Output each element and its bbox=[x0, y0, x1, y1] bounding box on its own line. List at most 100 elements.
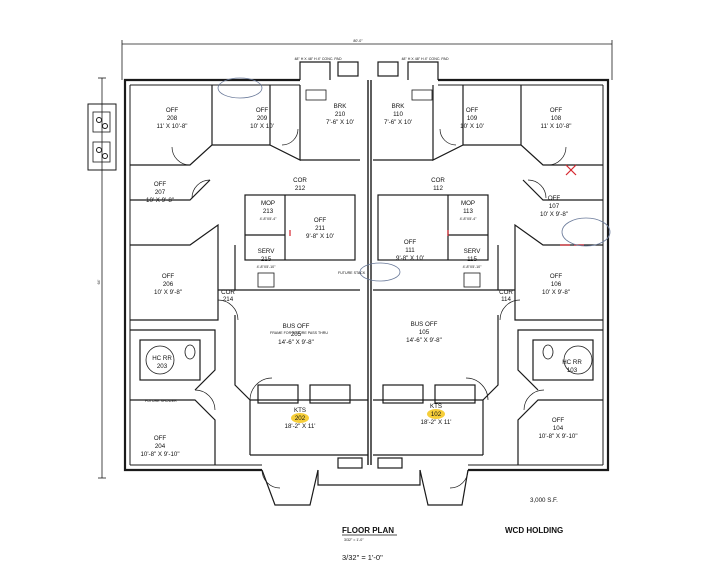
room-number-off-208: 208 bbox=[167, 115, 178, 122]
exterior-walls bbox=[123, 78, 610, 472]
room-name-brk-110: BRK bbox=[392, 103, 406, 110]
drawing-notes: FUTURE STACK FRAME FOR FUTURE PASS THRU … bbox=[145, 271, 366, 403]
room-number-off-109: 109 bbox=[467, 115, 478, 122]
room-name-brk-210: BRK bbox=[334, 103, 348, 110]
room-size-off-108: 11' X 10'-8" bbox=[541, 123, 572, 130]
room-number-off-211: 211 bbox=[315, 225, 325, 232]
room-size-bus-off-105: 14'-6" X 9'-8" bbox=[406, 337, 442, 344]
pencil-markups bbox=[217, 77, 611, 282]
room-number-off-204: 204 bbox=[155, 443, 166, 450]
room-name-off-107: OFF bbox=[548, 195, 561, 202]
room-number-off-111: 111 bbox=[405, 247, 415, 254]
room-name-off-108: OFF bbox=[550, 107, 563, 114]
room-name-serv-215: SERV bbox=[258, 248, 276, 255]
room-labels: OFF 208 11' X 10'-8" OFF 209 10' X 10' B… bbox=[140, 103, 582, 458]
room-size-serv-215: 4'-8"X5'-10" bbox=[257, 265, 276, 269]
room-name-kts-102: KTS bbox=[430, 403, 442, 410]
bottom-entry bbox=[261, 457, 469, 506]
drawing-title-scale: 3/32" = 1'-0" bbox=[344, 538, 364, 542]
room-number-mop-213: 213 bbox=[263, 208, 274, 215]
room-size-off-106: 10' X 9'-8" bbox=[542, 289, 570, 296]
room-name-mop-113: MOP bbox=[461, 200, 475, 207]
room-number-cor-112: 112 bbox=[433, 185, 443, 192]
room-size-brk-210: 7'-6" X 10' bbox=[326, 119, 354, 126]
room-size-kts-102: 18'-2" X 11' bbox=[421, 419, 452, 426]
side-dimension-text: 64' bbox=[97, 279, 101, 284]
room-size-kts-202: 18'-2" X 11' bbox=[285, 423, 316, 430]
room-name-mop-213: MOP bbox=[261, 200, 275, 207]
room-size-off-107: 10' X 9'-8" bbox=[540, 211, 568, 218]
room-number-kts-102: 102 bbox=[431, 411, 442, 418]
wall-pad-note-left: 48" H X 48" H 4" CONC. PAD bbox=[294, 57, 342, 61]
interior-walls-right bbox=[373, 85, 603, 465]
room-name-off-209: OFF bbox=[256, 107, 269, 114]
owner-name: WCD HOLDING bbox=[505, 526, 563, 535]
room-name-off-211: OFF bbox=[314, 217, 327, 224]
room-name-off-204: OFF bbox=[154, 435, 167, 442]
top-vestibules bbox=[299, 61, 439, 465]
room-number-kts-202: 202 bbox=[295, 415, 306, 422]
room-number-off-106: 106 bbox=[551, 281, 562, 288]
room-name-off-208: OFF bbox=[166, 107, 179, 114]
redline-markups bbox=[289, 164, 584, 246]
room-number-bus-off-205: 205 bbox=[291, 331, 302, 338]
note-frame-future-pass: FRAME FOR FUTURE PASS THRU bbox=[270, 331, 328, 335]
drawing-title: FLOOR PLAN bbox=[342, 526, 394, 535]
room-size-mop-213: 4'-8"X5'-4" bbox=[260, 217, 277, 221]
room-size-off-109: 10' X 10' bbox=[460, 123, 484, 130]
room-name-kts-202: KTS bbox=[294, 407, 306, 414]
room-size-serv-115: 4'-8"X5'-10" bbox=[463, 265, 482, 269]
room-number-off-104: 104 bbox=[553, 425, 564, 432]
room-name-serv-115: SERV bbox=[464, 248, 482, 255]
room-name-off-106: OFF bbox=[550, 273, 563, 280]
room-size-off-206: 10' X 9'-8" bbox=[154, 289, 182, 296]
room-name-off-207: OFF bbox=[154, 181, 167, 188]
room-name-cor-112: COR bbox=[431, 177, 445, 184]
room-name-bus-off-105: BUS OFF bbox=[411, 321, 438, 328]
utility-panel bbox=[87, 103, 117, 171]
room-number-serv-215: 215 bbox=[261, 256, 272, 263]
room-number-mop-113: 113 bbox=[463, 208, 473, 215]
room-number-hc-rr-203: 203 bbox=[157, 363, 168, 370]
room-number-cor-214: 214 bbox=[223, 296, 234, 303]
total-square-footage: 3,000 S.F. bbox=[530, 497, 558, 504]
room-size-bus-off-205: 14'-6" X 9'-8" bbox=[278, 339, 314, 346]
room-name-off-104: OFF bbox=[552, 417, 565, 424]
room-name-cor-212: COR bbox=[293, 177, 307, 184]
door-swings bbox=[171, 128, 567, 489]
highlight-marks bbox=[291, 409, 445, 423]
interior-walls-left bbox=[130, 85, 368, 465]
overall-dimension-line bbox=[98, 40, 613, 479]
room-name-off-206: OFF bbox=[162, 273, 175, 280]
room-number-off-108: 108 bbox=[551, 115, 562, 122]
room-size-off-111: 9'-8" X 10' bbox=[396, 255, 424, 262]
room-name-hc-rr-203: HC RR bbox=[152, 355, 172, 362]
room-size-off-208: 11' X 10'-8" bbox=[157, 123, 188, 130]
room-number-hc-rr-103: 103 bbox=[567, 367, 578, 374]
room-number-brk-210: 210 bbox=[335, 111, 346, 118]
room-number-off-107: 107 bbox=[549, 203, 560, 210]
room-name-hc-rr-103: HC RR bbox=[562, 359, 582, 366]
room-number-off-207: 207 bbox=[155, 189, 166, 196]
note-future-shower: FUTURE SHOWER bbox=[145, 399, 177, 403]
room-size-brk-110: 7'-6" X 10' bbox=[384, 119, 412, 126]
wall-pad-note-right: 48" H X 48" H 4" CONC. PAD bbox=[401, 57, 449, 61]
overall-dimension-text: 80'-0" bbox=[353, 39, 363, 43]
room-name-bus-off-205: BUS OFF bbox=[283, 323, 310, 330]
room-name-cor-214: COR bbox=[221, 289, 235, 296]
note-future-stack: FUTURE STACK bbox=[338, 271, 366, 275]
room-size-off-204: 10'-8" X 9'-10" bbox=[140, 451, 179, 458]
room-number-cor-114: 114 bbox=[501, 296, 511, 303]
room-number-serv-115: 115 bbox=[467, 256, 477, 263]
room-name-off-111: OFF bbox=[404, 239, 417, 246]
room-name-cor-114: COR bbox=[499, 289, 513, 296]
room-size-mop-113: 4'-8"X5'-4" bbox=[460, 217, 477, 221]
room-number-bus-off-105: 105 bbox=[419, 329, 430, 336]
plumbing-fixtures bbox=[145, 89, 593, 375]
room-number-cor-212: 212 bbox=[295, 185, 306, 192]
room-size-off-104: 10'-8" X 9'-10" bbox=[538, 433, 577, 440]
drawing-scale: 3/32" = 1'-0" bbox=[342, 553, 383, 562]
room-size-off-211: 9'-8" X 10' bbox=[306, 233, 334, 240]
room-number-brk-110: 110 bbox=[393, 111, 403, 118]
